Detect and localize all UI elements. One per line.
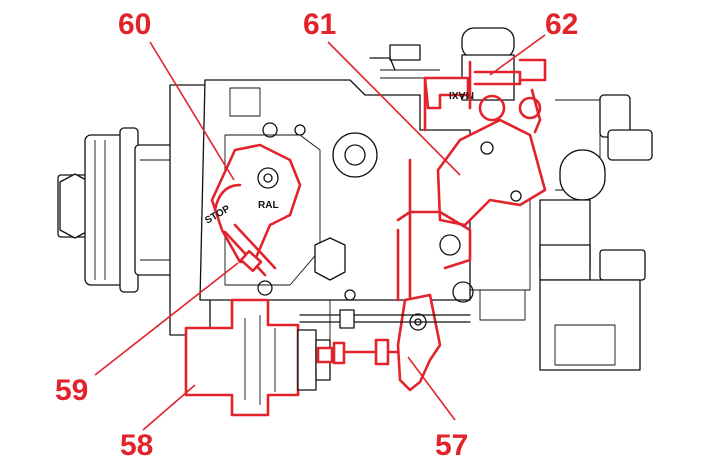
leader-lines — [94, 34, 546, 431]
callout-61: 61 — [303, 8, 336, 41]
part-62-bracket: MAXI — [423, 58, 547, 134]
callout-57: 57 — [435, 429, 468, 462]
callout-59: 59 — [55, 374, 88, 407]
part-61-lever — [396, 118, 547, 302]
leader-60 — [149, 41, 235, 181]
callout-60: 60 — [118, 8, 151, 41]
leader-59 — [94, 262, 239, 376]
callout-62: 62 — [545, 8, 578, 41]
callout-58: 58 — [120, 429, 153, 462]
pump-body — [199, 79, 531, 321]
lower-rods — [299, 300, 471, 340]
drive-hub — [57, 84, 211, 336]
top-fittings — [369, 27, 653, 371]
part-57-rod — [316, 293, 442, 392]
ral-label: RAL — [258, 200, 279, 211]
leader-62 — [489, 34, 546, 76]
part-59-link — [223, 223, 277, 277]
leader-61 — [327, 41, 461, 176]
maxi-label: MAXI — [449, 89, 474, 100]
part-60-stop-lever: RAL STOP — [203, 143, 302, 264]
leader-57 — [407, 356, 456, 421]
leader-58 — [142, 384, 196, 431]
